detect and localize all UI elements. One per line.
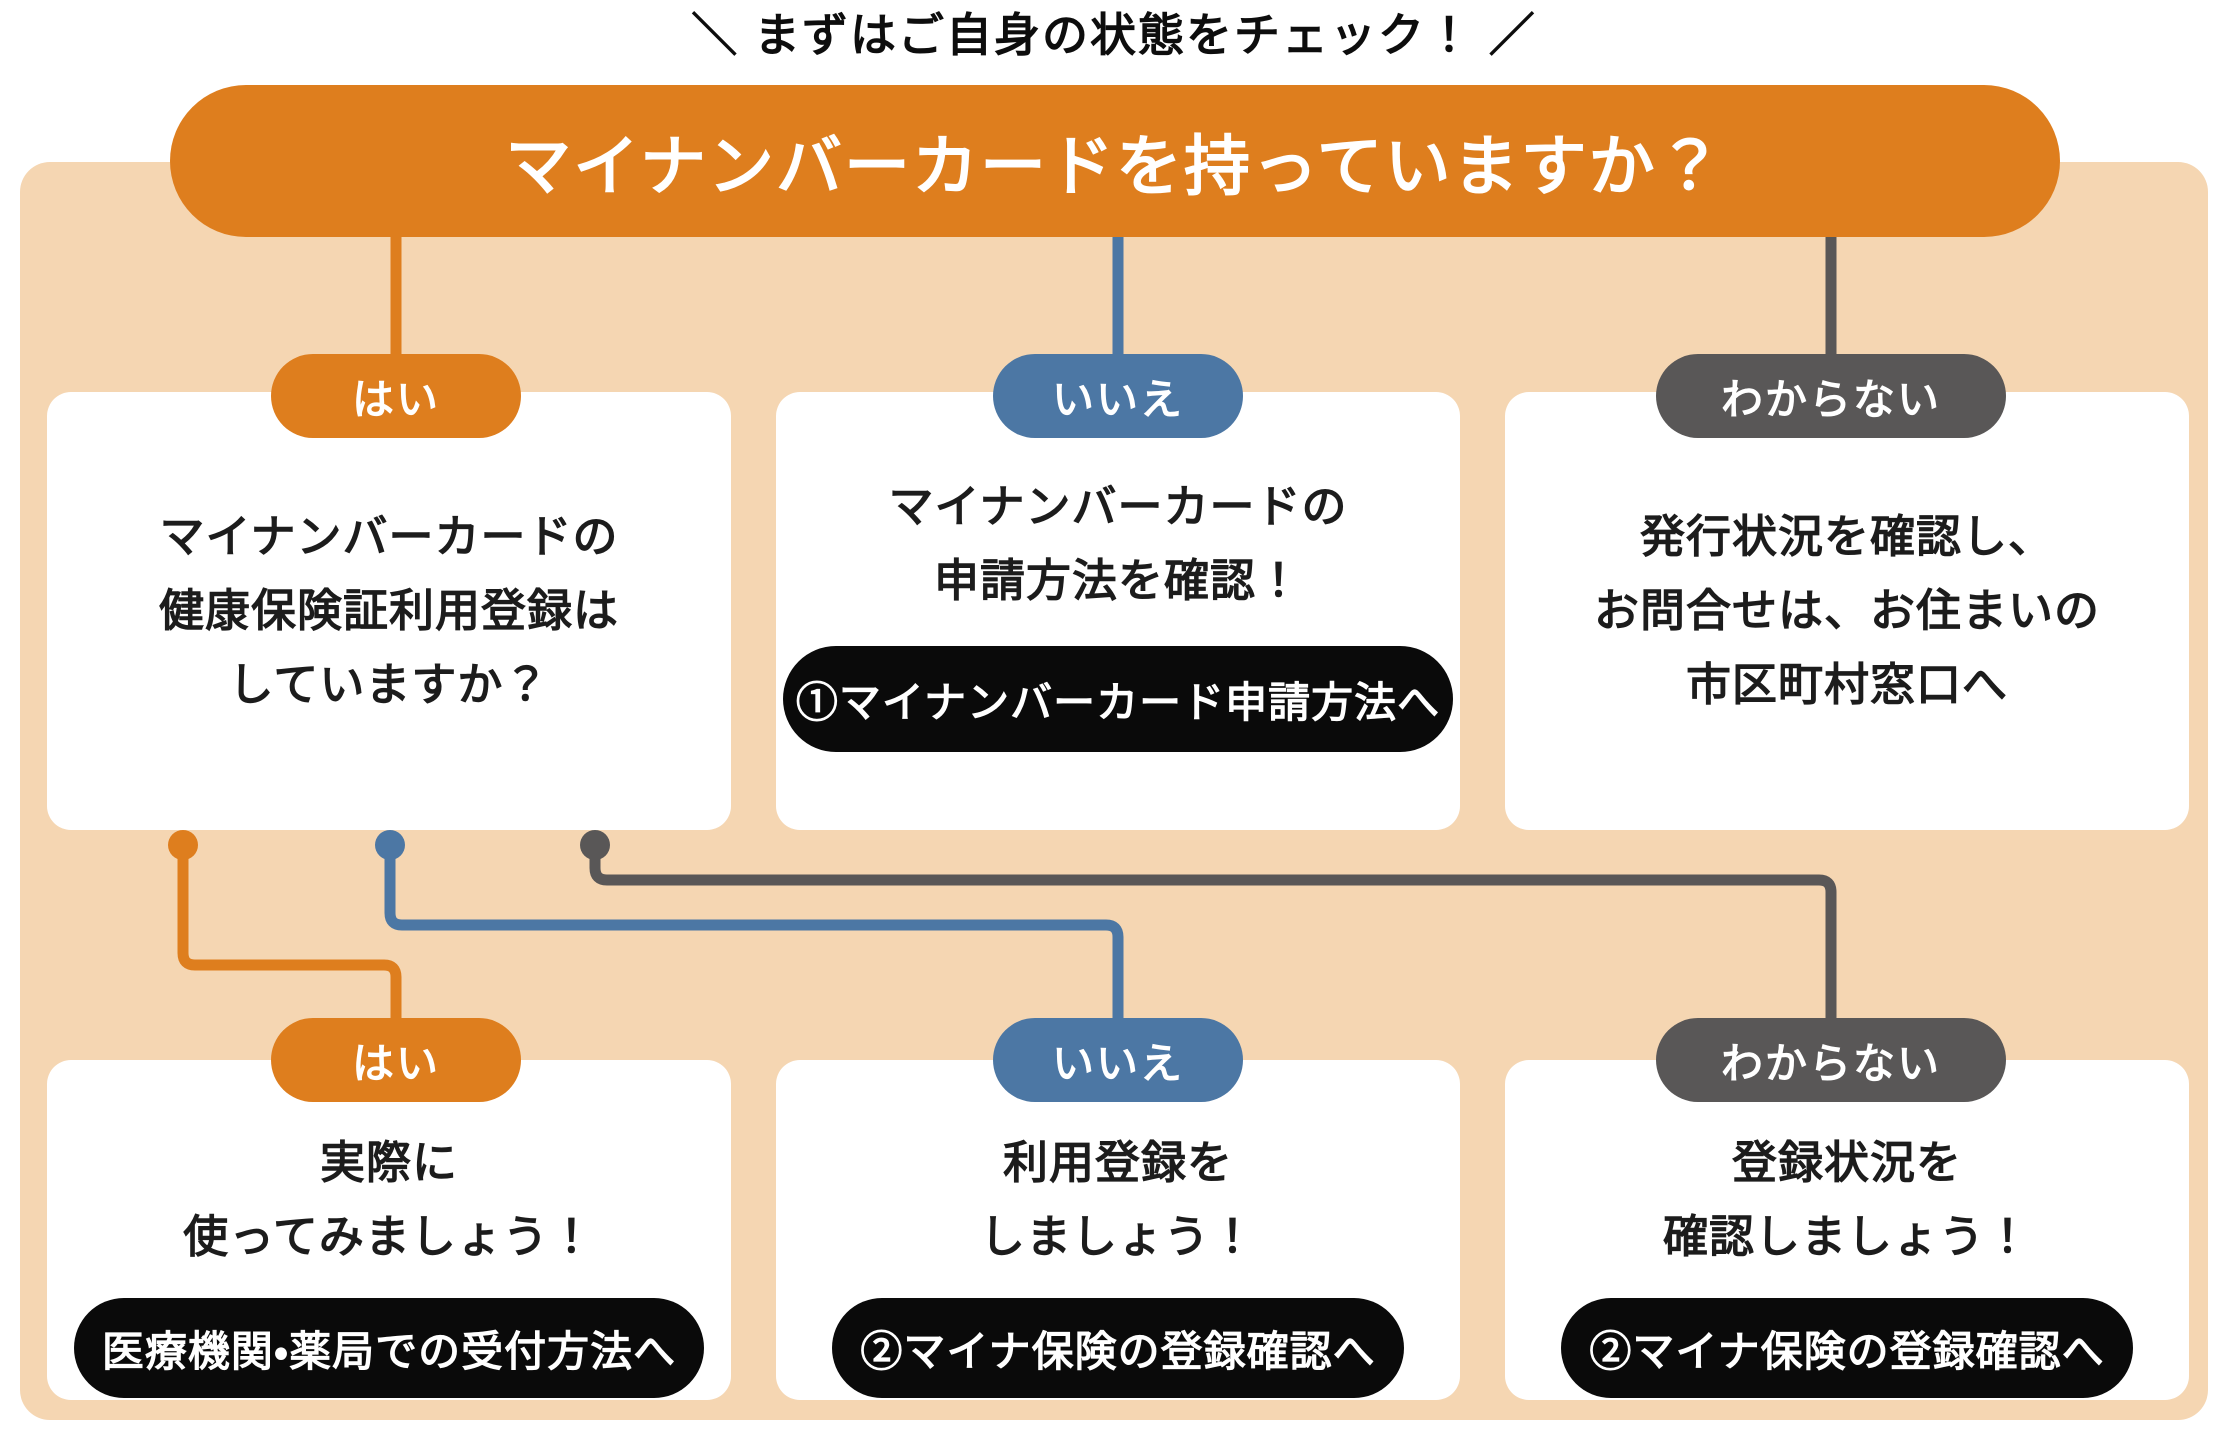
card-text: 確認しましょう！ bbox=[1662, 1211, 2031, 1262]
badge-l1-no: いいえ bbox=[993, 354, 1243, 438]
link-mynumber-application-button[interactable]: ①マイナンバーカード申請方法へ bbox=[783, 646, 1453, 752]
card-l2-no: 利用登録を しましょう！ ②マイナ保険の登録確認へ bbox=[776, 1060, 1460, 1400]
card-text: 利用登録を bbox=[1002, 1137, 1233, 1188]
card-text: マイナンバーカードの bbox=[159, 511, 619, 562]
link-myna-insurance-check-button-unknown[interactable]: ②マイナ保険の登録確認へ bbox=[1561, 1298, 2133, 1398]
card-text: していますか？ bbox=[228, 659, 550, 710]
card-text: お問合せは、お住まいの bbox=[1593, 585, 2100, 636]
card-text: 実際に bbox=[319, 1137, 458, 1188]
badge-l1-yes-label: はい bbox=[351, 375, 440, 423]
badge-l2-yes-label: はい bbox=[351, 1039, 440, 1087]
card-text: 発行状況を確認し、 bbox=[1639, 511, 2054, 562]
badge-l2-unknown-label: わからない bbox=[1720, 1039, 1941, 1087]
card-text: 市区町村窓口へ bbox=[1685, 659, 2008, 710]
card-text: マイナンバーカードの bbox=[888, 481, 1348, 532]
badge-l1-unknown: わからない bbox=[1656, 354, 2006, 438]
card-l2-yes: 実際に 使ってみましょう！ 医療機関・薬局での受付方法へ bbox=[47, 1060, 731, 1400]
card-l1-no: マイナンバーカードの 申請方法を確認！ ①マイナンバーカード申請方法へ bbox=[776, 392, 1460, 830]
tagline: ＼ まずはご自身の状態をチェック！ ／ bbox=[691, 9, 1537, 61]
badge-l1-no-label: いいえ bbox=[1051, 375, 1184, 423]
connector-l2-yes bbox=[177, 845, 402, 1040]
card-text: 登録状況を bbox=[1731, 1137, 1962, 1188]
card-text: 健康保険証利用登録は bbox=[158, 585, 619, 636]
badge-l1-unknown-label: わからない bbox=[1720, 375, 1941, 423]
card-text: しましょう！ bbox=[979, 1211, 1256, 1262]
main-question-text: マイナンバーカードを持っていますか？ bbox=[505, 129, 1725, 203]
badge-l1-yes: はい bbox=[271, 354, 521, 438]
badge-l2-yes: はい bbox=[271, 1018, 521, 1102]
connector-l2-no bbox=[384, 845, 1124, 1040]
card-l1-yes: マイナンバーカードの 健康保険証利用登録は していますか？ bbox=[47, 392, 731, 830]
card-l2-unknown: 登録状況を 確認しましょう！ ②マイナ保険の登録確認へ bbox=[1505, 1060, 2189, 1400]
link-myna-insurance-check-button-no[interactable]: ②マイナ保険の登録確認へ bbox=[832, 1298, 1404, 1398]
card-text: 申請方法を確認！ bbox=[933, 555, 1302, 606]
badge-l2-unknown: わからない bbox=[1656, 1018, 2006, 1102]
card-text: 使ってみましょう！ bbox=[183, 1211, 595, 1262]
link-reception-method-button[interactable]: 医療機関・薬局での受付方法へ bbox=[73, 1298, 705, 1398]
connector-l2-unknown bbox=[589, 845, 1837, 1040]
badge-l2-no: いいえ bbox=[993, 1018, 1243, 1102]
badge-l2-no-label: いいえ bbox=[1051, 1039, 1184, 1087]
card-l1-unknown: 発行状況を確認し、 お問合せは、お住まいの 市区町村窓口へ bbox=[1505, 392, 2189, 830]
main-question-banner: マイナンバーカードを持っていますか？ bbox=[170, 85, 2060, 237]
